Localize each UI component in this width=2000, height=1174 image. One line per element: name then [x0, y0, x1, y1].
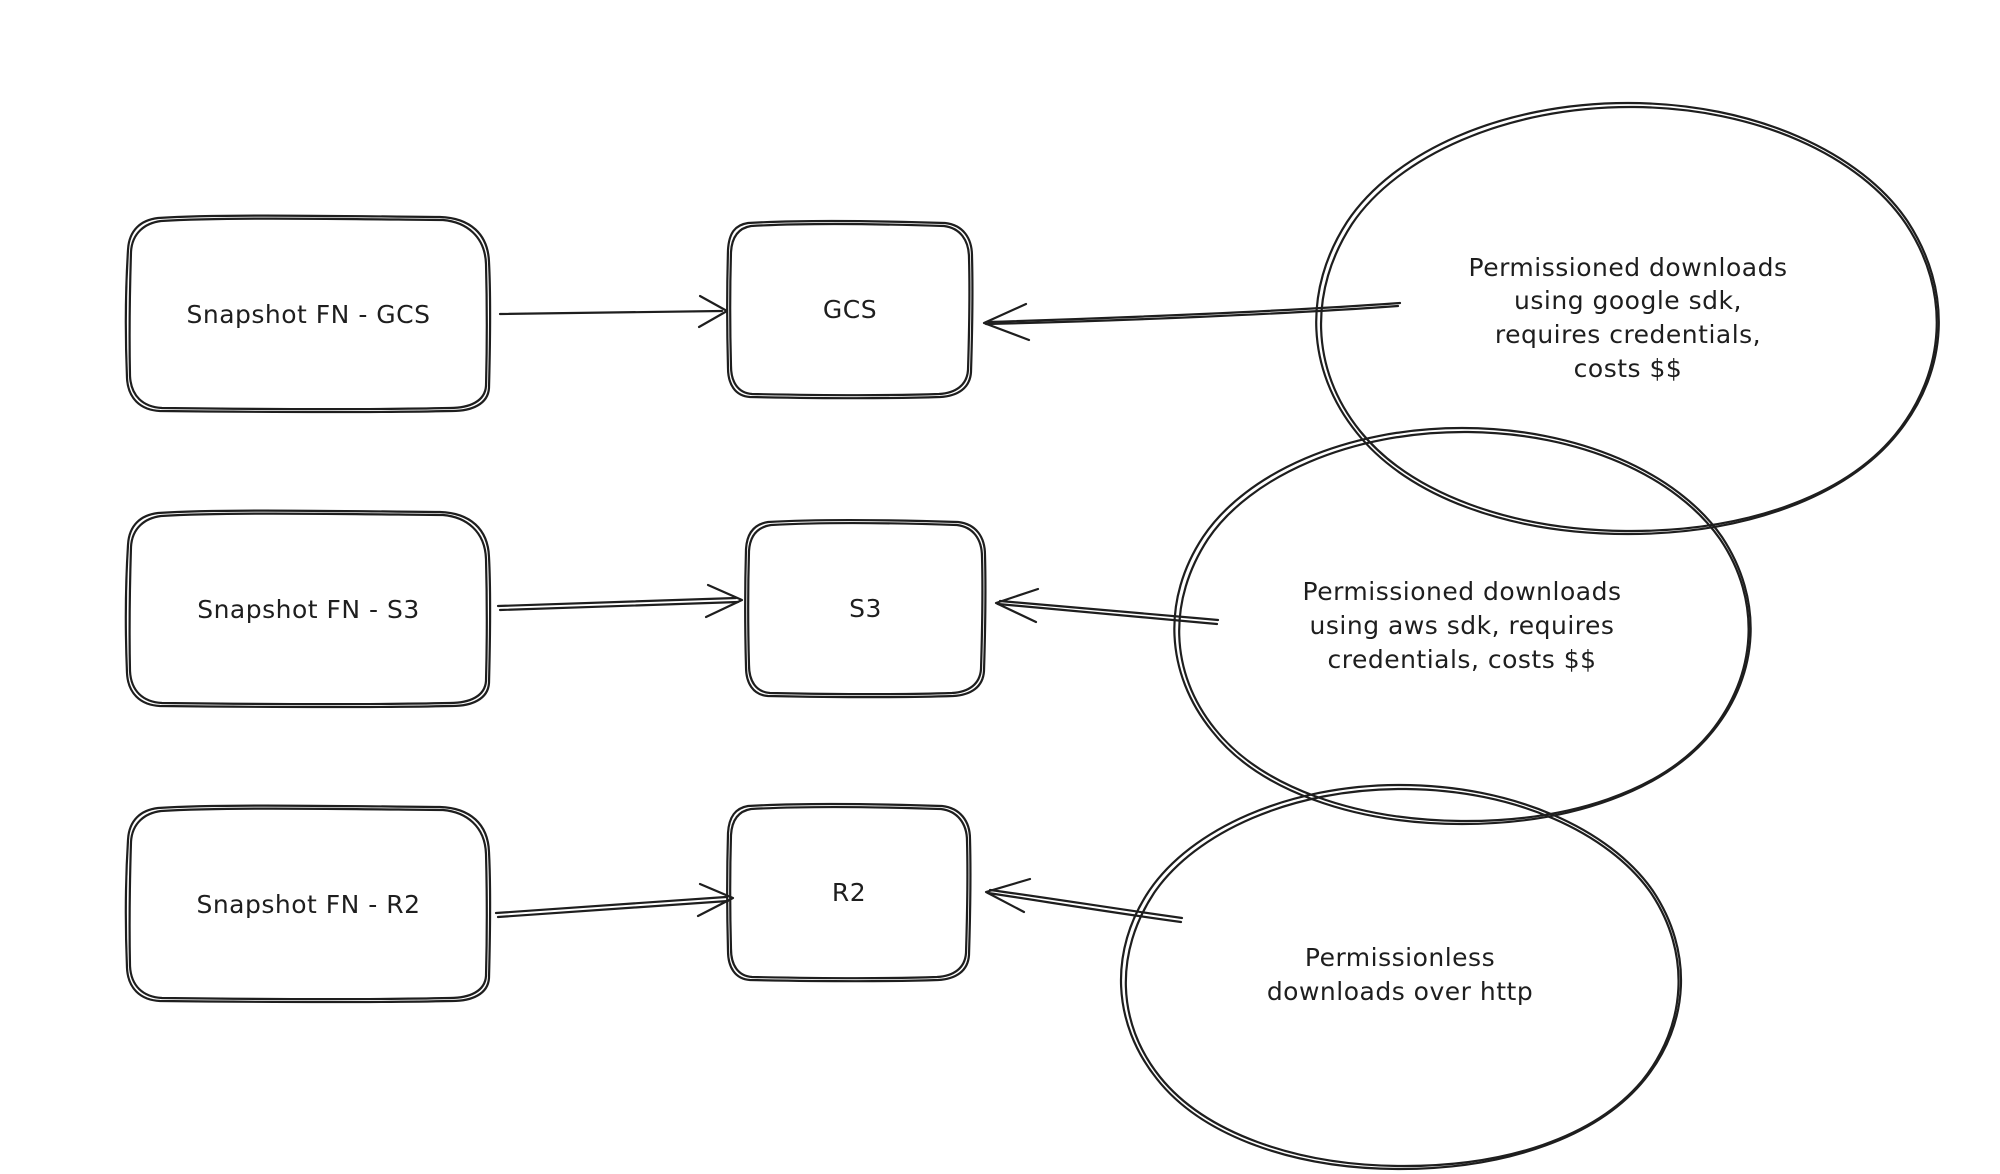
- arrow-r2-source-to-store: [494, 882, 735, 919]
- ellipse-note-s3[interactable]: [1173, 426, 1752, 826]
- box-store-gcs[interactable]: [726, 220, 974, 400]
- arrow-gcs-source-to-store: [498, 294, 729, 329]
- ellipse-note-r2[interactable]: [1119, 783, 1683, 1171]
- arrow-r2-note-to-store: [984, 877, 1184, 924]
- box-snapshot-fn-gcs[interactable]: [124, 214, 492, 414]
- arrow-s3-note-to-store: [994, 587, 1220, 626]
- arrow-s3-source-to-store: [496, 583, 744, 619]
- box-store-s3[interactable]: [744, 519, 987, 699]
- box-snapshot-fn-r2[interactable]: [124, 804, 492, 1004]
- arrow-gcs-note-to-store: [982, 301, 1402, 342]
- ellipse-note-gcs[interactable]: [1315, 101, 1940, 536]
- box-snapshot-fn-s3[interactable]: [124, 509, 492, 709]
- box-store-r2[interactable]: [726, 803, 972, 983]
